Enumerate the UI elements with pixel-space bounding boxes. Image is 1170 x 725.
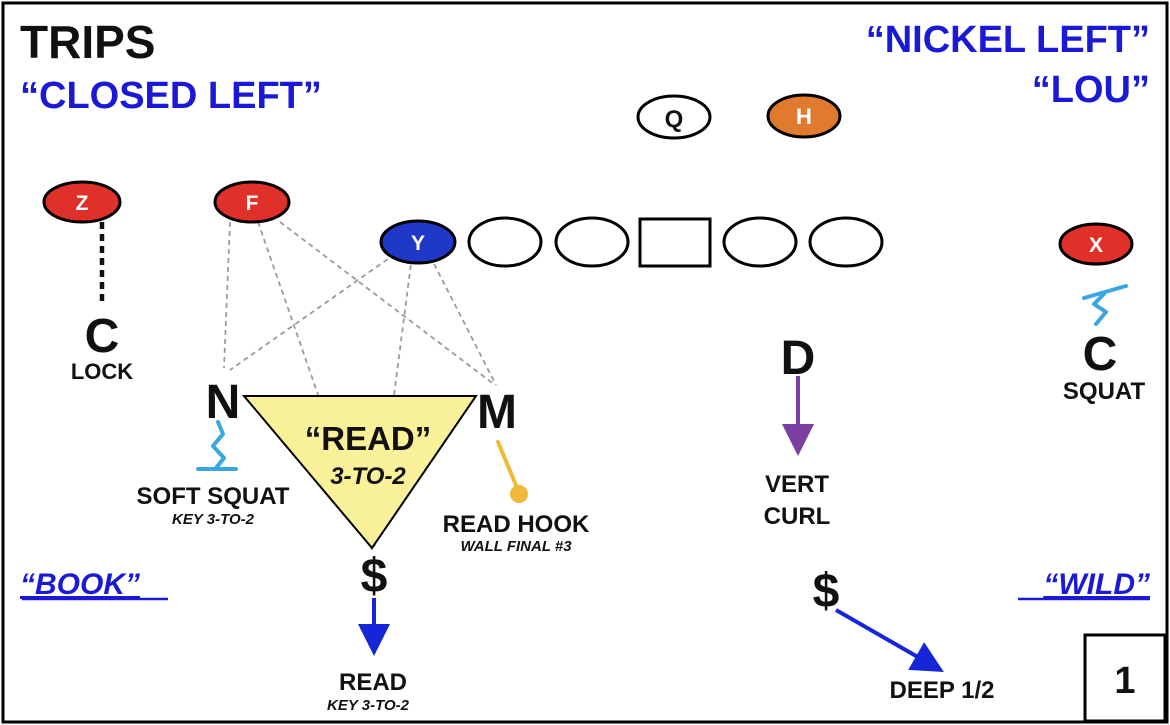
safety-left-letter: $ [361, 550, 388, 603]
read-zone-title: “READ” [305, 420, 432, 457]
safety-left-note: KEY 3-TO-2 [327, 697, 410, 714]
player-quarterback: Q [636, 94, 712, 140]
nickel-assignment: SOFT SQUAT [137, 483, 290, 510]
nickel-note: KEY 3-TO-2 [172, 511, 255, 528]
formation-title: TRIPS [20, 16, 155, 68]
halfback-label: H [796, 104, 812, 129]
page-number-box [1083, 633, 1167, 723]
dime-assignment-line1: VERT [765, 471, 829, 498]
read-line [429, 255, 497, 386]
y-receiver-label: Y [411, 232, 425, 255]
safety-left-assignment: READ [339, 669, 407, 696]
x-receiver-label: X [1089, 234, 1103, 257]
player-f-receiver: F [213, 180, 291, 224]
player-halfback: H [766, 93, 842, 139]
defense-call: “NICKEL LEFT” [866, 19, 1150, 61]
lineman-guard-right [722, 216, 798, 268]
deep-half-route [835, 608, 944, 672]
read-line [223, 221, 231, 369]
right-corner-assignment: SQUAT [1063, 378, 1146, 405]
lineman-tackle-right [808, 216, 884, 268]
lineman-tackle-left [467, 216, 543, 268]
mike-letter: M [477, 386, 517, 439]
read-zone-triangle [241, 395, 478, 550]
page-number: 1 [1114, 660, 1135, 702]
player-y-receiver: Y [379, 219, 457, 265]
f-receiver-label: F [246, 192, 259, 215]
lineman-guard-left [554, 216, 630, 268]
lineman-center [638, 217, 712, 268]
read-zone-subtitle: 3-TO-2 [330, 463, 406, 490]
read-line [229, 253, 396, 371]
z-receiver-label: Z [76, 192, 89, 215]
nickel-letter: N [206, 376, 241, 429]
offense-call: “CLOSED LEFT” [20, 75, 322, 117]
quarterback-label: Q [665, 106, 684, 133]
right-corner-letter: C [1083, 328, 1118, 381]
soft-squat-route [211, 420, 226, 470]
player-x-receiver: X [1058, 222, 1134, 266]
read-hook-route [496, 440, 520, 492]
squat-route-end [1082, 284, 1128, 300]
read-hook-spot [510, 485, 528, 503]
mike-assignment: READ HOOK [443, 511, 590, 538]
left-corner-assignment: LOCK [71, 359, 133, 384]
safety-right-assignment: DEEP 1/2 [890, 677, 995, 704]
mike-note: WALL FINAL #3 [460, 538, 572, 555]
offensive-line [467, 216, 884, 268]
squat-route [1092, 292, 1108, 326]
dime-assignment-line2: CURL [764, 503, 831, 530]
right-side-call: “WILD” [1043, 568, 1150, 601]
defense-subcall: “LOU” [1032, 69, 1150, 111]
left-corner-letter: C [85, 310, 120, 363]
left-side-call: “BOOK” [20, 568, 140, 601]
player-z-receiver: Z [42, 180, 122, 224]
safety-right-letter: $ [813, 565, 840, 618]
